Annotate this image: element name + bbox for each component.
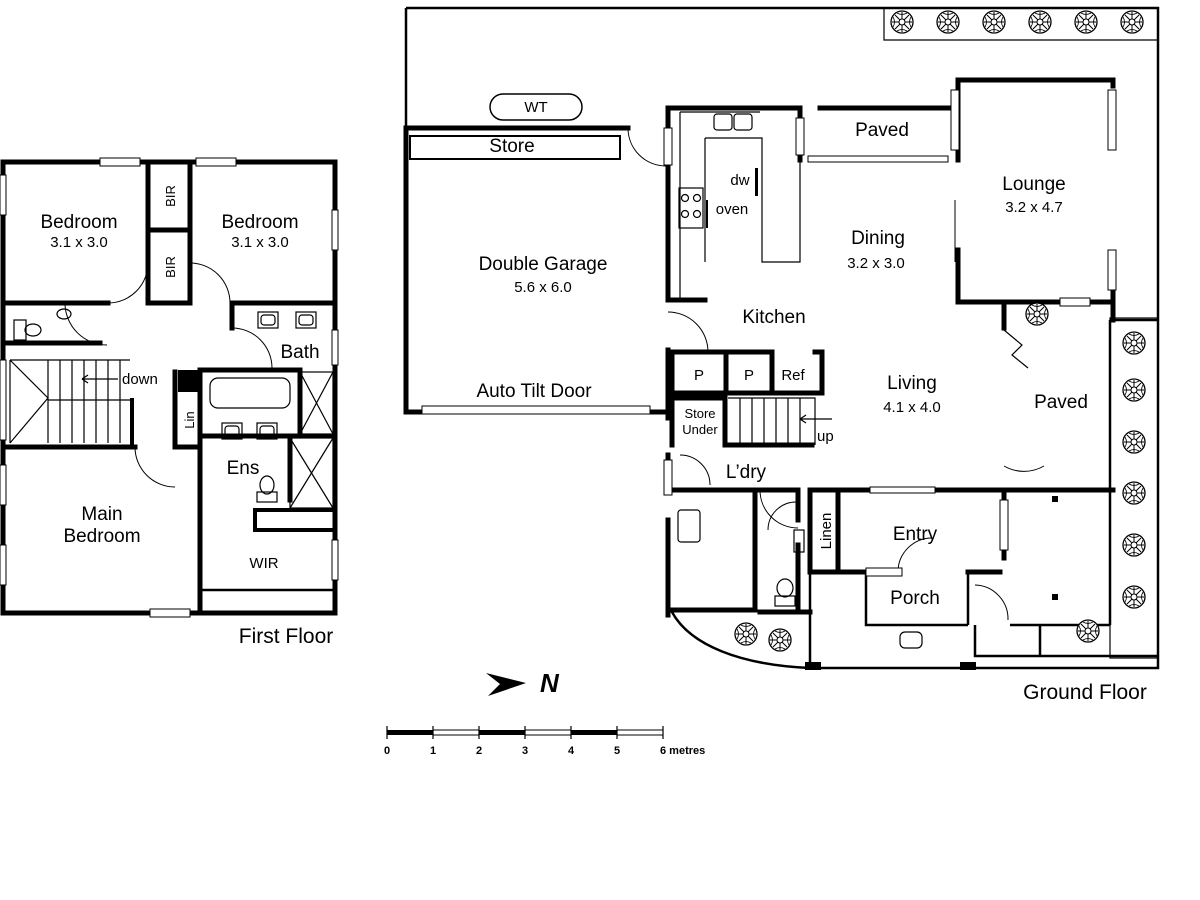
bedroom-1-dims: 3.1 x 3.0 (50, 234, 108, 251)
toilet-icons (13, 308, 278, 503)
bir-1-label: BIR (163, 185, 178, 207)
first-floor-windows (0, 157, 339, 618)
ground-floor-plan: WT Store Double Garage 5.6 x 6.0 Auto Ti… (403, 6, 1160, 704)
stair-up-label: up (817, 428, 834, 445)
scale-bar: 0 1 2 3 4 5 6 metres (384, 726, 705, 757)
lounge-label: Lounge (1002, 174, 1065, 195)
auto-tilt-door-label: Auto Tilt Door (476, 381, 592, 402)
oven-label: oven (716, 201, 749, 218)
stair-down-label: down (122, 371, 158, 388)
dishwasher-label: dw (730, 172, 749, 189)
porch-planter (899, 631, 923, 649)
toilet-icon (774, 578, 796, 607)
bedroom-1-label: Bedroom (40, 212, 117, 233)
kitchen-label: Kitchen (742, 307, 805, 328)
ground-floor-doors (627, 127, 1045, 621)
north-label: N (540, 668, 560, 698)
scale-end-label: 6 metres (660, 745, 705, 757)
store-under-label-2: Under (682, 422, 718, 437)
linen-label: Linen (818, 513, 835, 550)
paved-top-label: Paved (855, 120, 909, 141)
scale-tick-2: 2 (476, 745, 482, 757)
kitchen-fittings (678, 111, 801, 300)
ens-label: Ens (227, 458, 260, 479)
scale-tick-3: 3 (522, 745, 528, 757)
north-arrow: N (486, 668, 560, 698)
main-bedroom-label-2: Bedroom (63, 526, 140, 547)
laundry-label: L’dry (726, 462, 767, 483)
bedroom-2-label: Bedroom (221, 212, 298, 233)
laundry-tub-icon (677, 509, 701, 543)
paved-right-label: Paved (1034, 392, 1088, 413)
double-garage-dims: 5.6 x 6.0 (514, 279, 572, 296)
living-label: Living (887, 373, 937, 394)
basin-icons (221, 311, 317, 440)
pantry-1-label: P (694, 367, 704, 384)
bir-2-label: BIR (163, 256, 178, 278)
basin-icon (793, 529, 805, 553)
water-tank-label: WT (524, 99, 547, 116)
entry-label: Entry (893, 524, 938, 545)
porch-label: Porch (890, 588, 940, 609)
bath-label: Bath (280, 342, 319, 363)
lounge-dims: 3.2 x 4.7 (1005, 199, 1063, 216)
store-under-label-1: Store (684, 406, 715, 421)
garage-door (421, 405, 651, 415)
bedroom-2-dims: 3.1 x 3.0 (231, 234, 289, 251)
water-tank (489, 93, 583, 121)
ground-floor-title: Ground Floor (1023, 681, 1147, 704)
first-floor-title: First Floor (239, 625, 334, 648)
dining-label: Dining (851, 228, 905, 249)
north-arrow-icon (486, 673, 526, 696)
ground-floor-windows (663, 89, 1117, 577)
ref-label: Ref (781, 367, 805, 384)
store-label: Store (489, 136, 534, 157)
main-bedroom-label-1: Main (81, 504, 122, 525)
side-path (1109, 317, 1159, 659)
bathtub-icon (209, 377, 291, 409)
first-floor-plan: Bedroom 3.1 x 3.0 Bedroom 3.1 x 3.0 BIR … (0, 157, 339, 648)
wir-label: WIR (249, 555, 278, 572)
scale-tick-5: 5 (614, 745, 620, 757)
pantry-2-label: P (744, 367, 754, 384)
shower-icons (289, 371, 334, 509)
double-garage-label: Double Garage (479, 254, 608, 275)
first-floor-doors (64, 262, 273, 520)
column-block (178, 370, 198, 392)
scale-tick-0: 0 (384, 745, 390, 757)
scale-tick-4: 4 (568, 745, 575, 757)
scale-tick-1: 1 (430, 745, 436, 757)
dining-dims: 3.2 x 3.0 (847, 255, 905, 272)
lin-label: Lin (182, 411, 197, 428)
living-dims: 4.1 x 4.0 (883, 399, 941, 416)
store-shelf (409, 135, 621, 160)
first-floor-stair (9, 359, 134, 445)
